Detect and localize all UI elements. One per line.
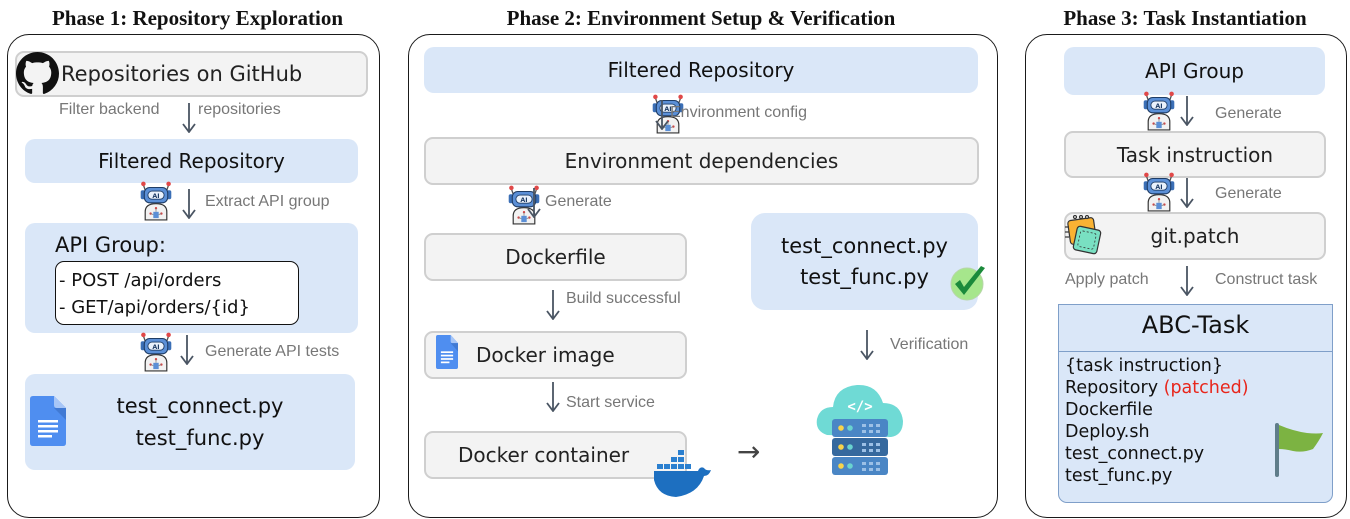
apply-patch-label: Apply patch: [1065, 271, 1149, 288]
task-item: Dockerfile: [1065, 400, 1153, 420]
generate-api-tests-label: Generate API tests: [205, 343, 340, 360]
checkmark-icon: [947, 262, 987, 302]
api-endpoints-list: - POST /api/orders - GET/api/orders/{id}: [55, 261, 299, 325]
task-item: test_func.py: [1065, 466, 1173, 486]
patch-icon: [1063, 214, 1105, 257]
start-service-label: Start service: [566, 394, 655, 411]
arrow-down-icon: [1180, 266, 1194, 296]
task-item: Repository (patched): [1065, 378, 1249, 398]
cloud-server-icon: </>: [815, 375, 905, 475]
phase2-title: Phase 2: Environment Setup & Verificatio…: [506, 6, 896, 30]
document-icon: [436, 335, 458, 369]
git-patch-box: git.patch: [1064, 212, 1326, 260]
arrow-down-icon: [527, 188, 541, 218]
environment-dependencies-label: Environment dependencies: [564, 149, 839, 173]
environment-dependencies-box: Environment dependencies: [424, 137, 979, 185]
abc-task-divider: [1059, 351, 1332, 352]
abc-task-items: {task instruction} Repository (patched) …: [1065, 355, 1249, 487]
svg-text:</>: </>: [847, 399, 872, 415]
arrow-down-icon: [180, 335, 194, 365]
ai-robot-icon: [138, 181, 174, 221]
flag-icon: [1273, 423, 1325, 479]
test-file: test_connect.py: [116, 394, 284, 418]
api-group-box: API Group: [1064, 47, 1325, 95]
document-icon: [30, 396, 66, 446]
ai-robot-icon: [1141, 91, 1177, 131]
filtered-repository-box: Filtered Repository: [424, 47, 978, 93]
api-endpoint: - GET/api/orders/{id}: [59, 297, 250, 318]
github-repositories-label: Repositories on GitHub: [61, 62, 303, 86]
test-file: test_func.py: [135, 426, 265, 450]
arrow-down-icon: [1180, 96, 1194, 126]
arrow-down-icon: [655, 100, 669, 130]
task-instruction-box: Task instruction: [1064, 131, 1326, 178]
build-successful-label: Build successful: [566, 290, 681, 307]
github-repositories-box: Repositories on GitHub: [15, 51, 368, 97]
phase3-title: Phase 3: Task Instantiation: [1063, 6, 1307, 30]
arrow-down-icon: [546, 382, 560, 412]
docker-container-box: Docker container: [424, 431, 687, 479]
docker-image-label: Docker image: [476, 343, 615, 367]
dockerfile-label: Dockerfile: [505, 245, 606, 269]
test-files-box: test_connect.py test_func.py: [25, 374, 355, 470]
docker-image-box: Docker image: [424, 331, 687, 379]
test-files-box: test_connect.py test_func.py: [751, 213, 978, 310]
filtered-repository-label: Filtered Repository: [607, 58, 795, 82]
task-instruction-label: Task instruction: [1116, 142, 1274, 167]
ai-robot-icon: [138, 332, 174, 372]
abc-task-card: ABC-Task {task instruction} Repository (…: [1058, 304, 1333, 503]
abc-task-title: ABC-Task: [1141, 311, 1250, 339]
filtered-repository-box: Filtered Repository: [25, 139, 358, 183]
generate-label: Generate: [1215, 185, 1282, 202]
generate-label: Generate: [1215, 105, 1282, 122]
arrow-down-icon: [182, 189, 196, 219]
arrow-down-icon: [182, 103, 196, 133]
phase1-title: Phase 1: Repository Exploration: [51, 6, 344, 30]
docker-whale-icon: [654, 450, 712, 498]
patched-badge: (patched): [1163, 378, 1249, 398]
arrow-down-icon: [860, 330, 874, 360]
task-item: test_connect.py: [1065, 444, 1205, 464]
test-file: test_connect.py: [781, 233, 948, 258]
dockerfile-box: Dockerfile: [424, 233, 687, 281]
generate-label: Generate: [545, 193, 612, 210]
task-item: {task instruction}: [1065, 356, 1224, 376]
github-icon: [16, 52, 59, 95]
extract-api-label: Extract API group: [205, 193, 330, 210]
api-endpoint: - POST /api/orders: [59, 270, 222, 291]
task-item: Deploy.sh: [1065, 422, 1150, 442]
api-group-title: API Group:: [55, 233, 166, 257]
docker-container-label: Docker container: [458, 443, 630, 467]
ai-robot-icon: [1141, 172, 1177, 212]
arrow-down-icon: [1180, 178, 1194, 208]
git-patch-label: git.patch: [1150, 224, 1240, 248]
filter-label-left: Filter backend: [59, 101, 160, 118]
construct-task-label: Construct task: [1215, 271, 1318, 288]
flow-arrow-icon: →: [737, 435, 761, 468]
api-group-box: API Group: - POST /api/orders - GET/api/…: [25, 223, 358, 333]
environment-config-label: Environment config: [670, 104, 807, 121]
api-group-label: API Group: [1145, 59, 1244, 83]
arrow-down-icon: [546, 290, 560, 320]
filtered-repository-label: Filtered Repository: [98, 149, 285, 173]
verification-label: Verification: [890, 336, 969, 353]
test-file: test_func.py: [800, 264, 929, 289]
filter-label-right: repositories: [198, 101, 281, 118]
